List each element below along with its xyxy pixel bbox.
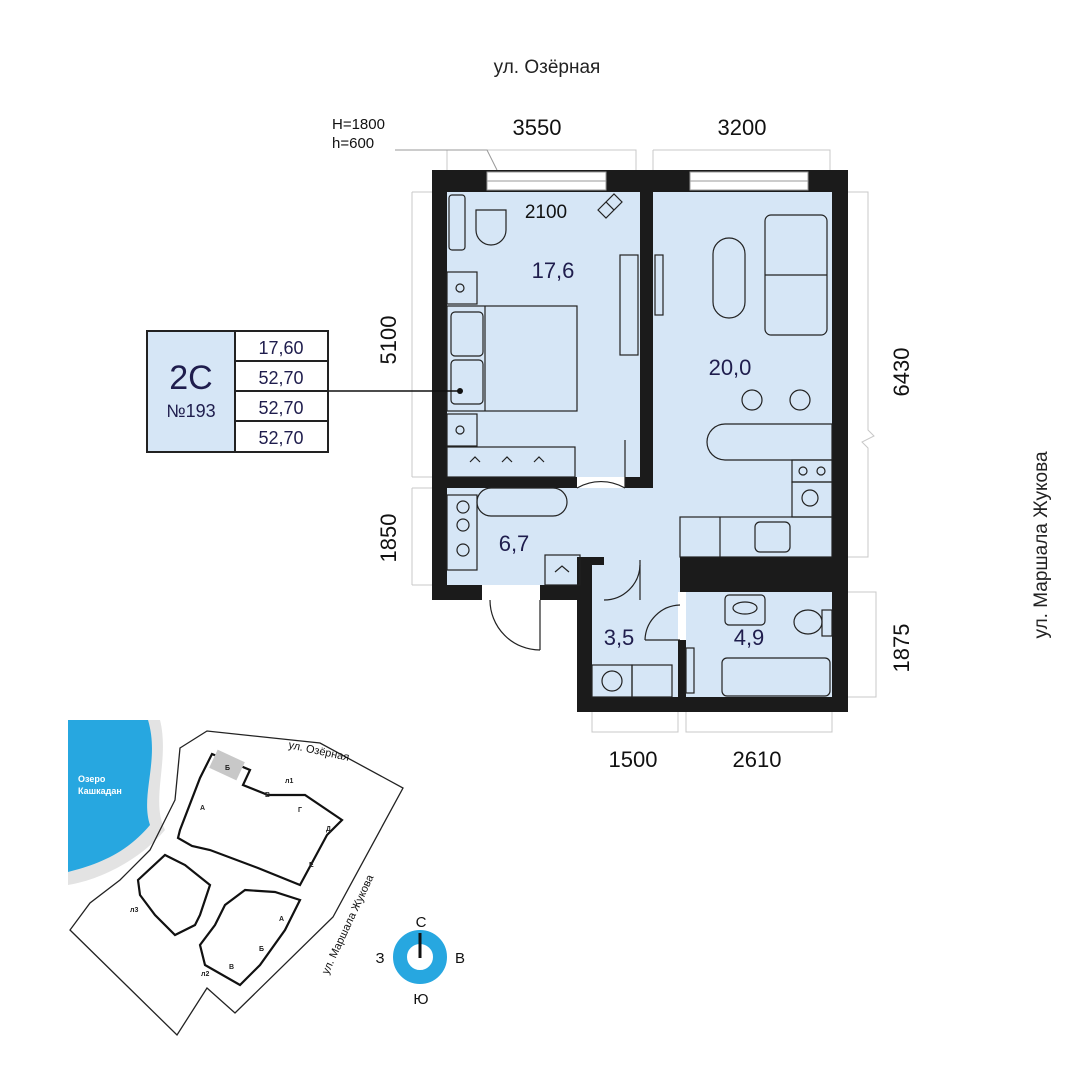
lake (68, 720, 152, 872)
dimension-label: 3550 (513, 115, 562, 140)
room-fills (447, 192, 832, 697)
apartment-type: 2С (169, 359, 212, 397)
dimension-label: 2610 (733, 747, 782, 772)
room-area-living: 20,0 (709, 355, 752, 380)
dimension-lines (395, 149, 877, 733)
dimension-label: 1500 (609, 747, 658, 772)
section-label: В (229, 964, 234, 971)
compass-south: Ю (413, 991, 428, 1008)
furniture (446, 193, 833, 698)
room-area-laundry: 3,5 (604, 625, 635, 650)
room-area-bedroom: 17,6 (532, 258, 575, 283)
dimension-label: 6430 (889, 348, 914, 397)
window-dimension-label: 2100 (525, 202, 567, 223)
dimension-label: 1875 (889, 624, 914, 673)
dimension-label: 3200 (718, 115, 767, 140)
section-label: А (279, 916, 284, 923)
area-value: 52,70 (258, 368, 303, 388)
section-label: Б (225, 765, 230, 772)
section-label: А (200, 805, 205, 812)
section-label: Б (259, 946, 264, 953)
sill-height-label: h=600 (332, 135, 374, 152)
section-label: В (265, 792, 270, 799)
building-label: л2 (201, 971, 209, 978)
lake-label: Озеро (78, 774, 106, 784)
windows (486, 171, 809, 191)
window-height-label: H=1800 (332, 116, 385, 133)
section-label: Е (309, 862, 314, 869)
area-value: 52,70 (258, 428, 303, 448)
apartment-number: №193 (166, 401, 215, 421)
apartment-info-box: 2С №193 17,60 52,70 52,70 52,70 (146, 330, 329, 453)
site-map: Озеро Кашкадан Б А В Г Д Е л1 л3 л2 А Б … (68, 720, 404, 1037)
section-label: Д (326, 826, 331, 833)
compass-north: С (416, 914, 427, 931)
street-top-label: ул. Озёрная (494, 57, 601, 78)
area-value: 17,60 (258, 338, 303, 358)
area-value: 52,70 (258, 398, 303, 418)
compass-east: В (455, 950, 465, 967)
dimension-label: 5100 (376, 316, 401, 365)
section-label: Г (298, 807, 302, 814)
compass-west: З (375, 950, 384, 967)
lake-label: Кашкадан (78, 786, 122, 796)
building-label: л1 (285, 778, 293, 785)
room-area-hall: 6,7 (499, 531, 530, 556)
dimension-label: 1850 (376, 514, 401, 563)
street-right-label: ул. Маршала Жукова (1031, 451, 1052, 638)
room-area-bathroom: 4,9 (734, 625, 765, 650)
info-connector-dot (457, 388, 463, 394)
building-label: л3 (130, 907, 138, 914)
compass: С Ю З В (375, 914, 465, 1008)
